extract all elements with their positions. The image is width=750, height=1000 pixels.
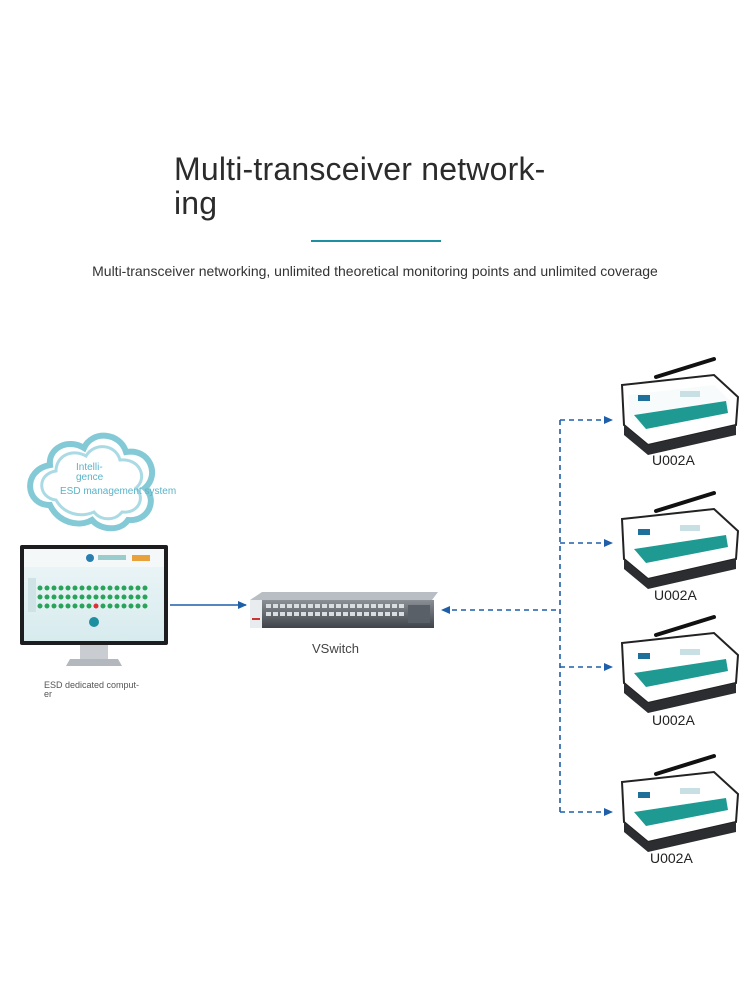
screen-grid [28,578,148,627]
device-label-2: U002A [654,587,697,603]
title-line-1: Multi-transceiver network- [174,151,546,187]
device-icon-1 [620,357,740,455]
device-bus [441,416,613,816]
cloud-label-line-1: Intelli- [76,462,103,473]
page-title: Multi-transceiver network- ing [174,152,594,220]
computer-icon [20,545,168,666]
device-label-4: U002A [650,850,693,866]
switch-icon [250,592,438,628]
device-label-3: U002A [652,712,695,728]
computer-label-line-1: ESD dedicated comput- [44,680,140,690]
device-icon-4 [620,754,740,852]
title-underline [311,240,441,242]
device-icon-3 [620,615,740,713]
computer-label-line-2: er [44,689,53,699]
cloud-label-line-3: ESD management system [60,486,177,497]
device-icon-2 [620,491,740,589]
switch-label: VSwitch [312,641,359,656]
title-line-2: ing [174,185,218,221]
page-subtitle: Multi-transceiver networking, unlimited … [92,263,658,279]
device-label-1: U002A [652,452,695,468]
computer-label: ESD dedicated comput- er [44,681,164,699]
cloud-label-line-2: gence [76,472,104,483]
cloud-icon [27,432,156,532]
